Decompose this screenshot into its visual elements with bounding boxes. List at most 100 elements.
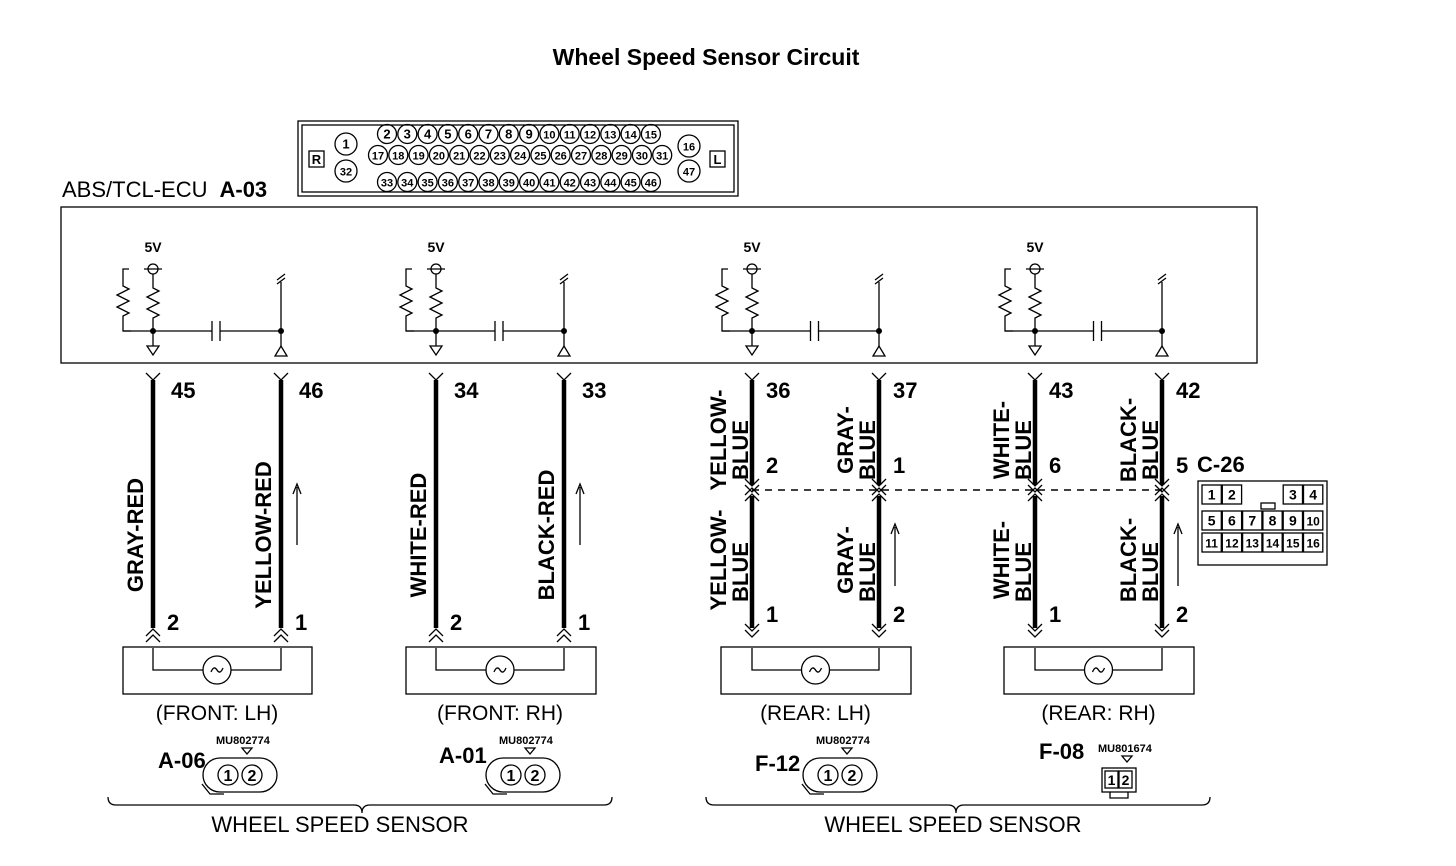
c26-housing <box>1197 480 1328 566</box>
connector-pin <box>600 123 621 145</box>
pin-number: 5 <box>444 127 451 142</box>
connector-pin <box>334 132 358 156</box>
c26-cavity <box>1262 510 1283 531</box>
connector-pin <box>841 764 863 786</box>
sensor-pin-number: 2 <box>1176 602 1188 627</box>
connector-pin <box>376 171 398 193</box>
c26-cavity-number: 8 <box>1269 513 1277 529</box>
connector-pin <box>600 171 621 193</box>
ecu-input-circuit: 5V <box>714 239 887 357</box>
pin-number: 32 <box>340 167 352 179</box>
pin-number: 36 <box>442 178 454 190</box>
c26-cavity-number: 11 <box>1205 537 1218 551</box>
pin-number: 8 <box>505 127 512 142</box>
wire-color-label: BLUE <box>855 420 880 480</box>
bias-resistor <box>145 274 161 331</box>
ecu-input-circuit: 5V <box>997 239 1170 357</box>
connector-pin <box>611 144 632 166</box>
connector-terminal-down <box>744 623 760 638</box>
c26-cavity <box>1302 532 1324 553</box>
c26-cavity <box>1282 484 1304 505</box>
connector-pin <box>539 123 560 145</box>
wire-color-label: BLACK- <box>1116 518 1141 602</box>
pin-number: 14 <box>624 130 637 142</box>
connector-pin <box>579 171 601 193</box>
c26-cavity-number: 7 <box>1248 513 1256 529</box>
sensor-body <box>720 646 912 695</box>
input-arrow <box>1154 344 1170 357</box>
connector-terminal-up <box>744 487 760 502</box>
pin-number: 6 <box>465 127 472 142</box>
c26-cavity-number: 12 <box>1225 537 1239 551</box>
connector-pin <box>449 144 470 166</box>
pin-number: 34 <box>401 178 414 190</box>
connector-pin <box>334 159 358 183</box>
wire-color-label: GRAY- <box>833 526 858 594</box>
connector-pin <box>388 144 409 166</box>
connector-pin <box>217 764 239 786</box>
connector-pin <box>631 144 653 166</box>
connector-pin <box>652 144 673 166</box>
connector-pin <box>518 123 540 145</box>
connector-pin <box>559 171 580 193</box>
connector-pin <box>550 144 571 166</box>
c26-cavity-number: 6 <box>1228 513 1236 529</box>
chassis-ground-icon <box>559 273 569 285</box>
pin-number: 42 <box>564 178 576 190</box>
pin-number: 2 <box>531 768 540 785</box>
connector-terminal-up <box>428 628 444 643</box>
connector-pin <box>640 171 662 193</box>
ecu-pin-number: 37 <box>893 378 917 403</box>
wire-color-label: GRAY- <box>833 406 858 474</box>
pin-number: 44 <box>604 178 617 190</box>
connector-pin <box>408 144 429 166</box>
wire-color-label: YELLOW-RED <box>251 461 276 608</box>
ecu-input-circuit: 5V <box>398 239 572 357</box>
pin-number: 18 <box>392 151 404 163</box>
output-arrow <box>1027 345 1043 357</box>
wire-color-label: BLUE <box>728 542 753 602</box>
connector-terminal-up <box>871 487 887 502</box>
c26-cavity-number: 16 <box>1306 537 1320 551</box>
chassis-ground-icon <box>874 273 884 285</box>
c26-cavity <box>1201 532 1222 553</box>
pin-number: 39 <box>503 178 515 190</box>
pin-number: 31 <box>656 151 668 163</box>
chassis-ground-icon <box>276 273 286 285</box>
side-marker-l <box>709 150 726 168</box>
c26-cavity-number: 3 <box>1289 487 1297 503</box>
c26-pin-number: 5 <box>1176 453 1188 478</box>
pin-number: 45 <box>624 178 636 190</box>
connector-terminal-up <box>145 628 161 643</box>
pin-number: 2 <box>383 127 390 142</box>
sensor-pin-number: 1 <box>1049 602 1061 627</box>
diagram-title: Wheel Speed Sensor Circuit <box>553 44 860 70</box>
pin-number: 23 <box>494 151 506 163</box>
load-resistor <box>997 268 1013 332</box>
c26-cavity <box>1221 532 1243 553</box>
connector-pin <box>437 123 459 145</box>
wire-color-label: YELLOW- <box>706 510 731 611</box>
sensor-position-label: (FRONT: LH) <box>156 702 279 725</box>
connector-pin <box>640 123 662 145</box>
c26-cavity-number: 15 <box>1286 537 1300 551</box>
pin-number: 1 <box>224 768 233 785</box>
terminal-chevron <box>556 372 572 381</box>
connector-pin <box>367 144 389 166</box>
c26-pin-number: 1 <box>893 453 905 478</box>
sensor-pin-number: 2 <box>167 610 179 635</box>
pin-number: 4 <box>424 127 432 142</box>
pin-number: 29 <box>615 151 627 163</box>
signal-direction-arrow <box>575 482 585 545</box>
ecu-pin-number: 36 <box>766 378 790 403</box>
pin-number: 37 <box>462 178 474 190</box>
wire-color-label: WHITE-RED <box>406 473 431 598</box>
sensor-position-label: (REAR: RH) <box>1041 702 1155 725</box>
